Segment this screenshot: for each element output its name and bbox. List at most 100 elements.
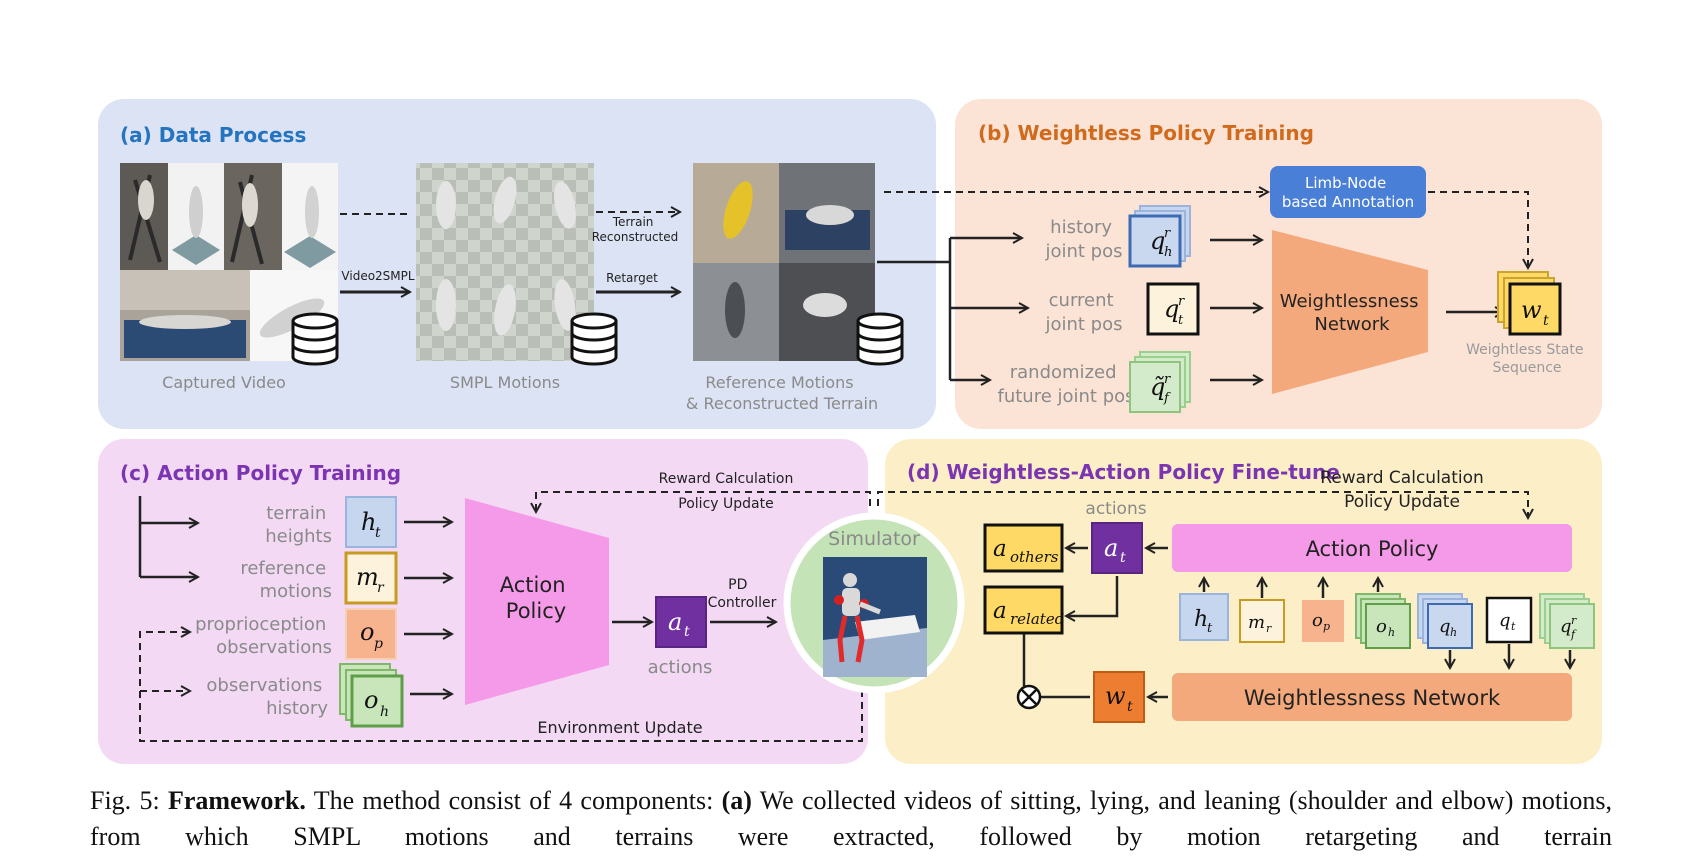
reward-calculation-label-d: Reward Calculation bbox=[1320, 468, 1484, 488]
panel-d-title: (d) Weightless-Action Policy Fine-tune bbox=[907, 460, 1340, 484]
smpl-motions-grid bbox=[416, 163, 618, 366]
svg-text:h: h bbox=[1194, 607, 1208, 632]
history-joint-pos-label: history joint pos bbox=[1044, 217, 1122, 262]
svg-text:r: r bbox=[377, 580, 385, 596]
svg-text:q̃: q̃ bbox=[1150, 373, 1165, 401]
terrain-reconstructed-label: Terrain Reconstructed bbox=[592, 215, 679, 244]
action-to-related-arrow bbox=[1066, 576, 1119, 616]
svg-text:t: t bbox=[1543, 313, 1549, 329]
svg-text:a: a bbox=[993, 598, 1007, 624]
policy-update-label-d: Policy Update bbox=[1344, 492, 1460, 512]
svg-text:q: q bbox=[1439, 616, 1451, 637]
retarget-label: Retarget bbox=[606, 271, 658, 285]
action-token-c: a t bbox=[655, 596, 707, 648]
reward-policy-update-dashed-c bbox=[536, 491, 871, 512]
captured-video-label: Captured Video bbox=[162, 373, 286, 392]
svg-text:r: r bbox=[1178, 294, 1185, 309]
weightlessness-network-label: Weightlessness Network bbox=[1280, 291, 1425, 335]
svg-text:o: o bbox=[1312, 610, 1323, 631]
future-joint-pos-token: q̃ r f bbox=[1129, 351, 1191, 413]
svg-text:h: h bbox=[1450, 626, 1457, 639]
d-input-qh-token: q h bbox=[1417, 593, 1473, 649]
panel-c-title: (c) Action Policy Training bbox=[120, 461, 401, 485]
svg-text:m: m bbox=[1248, 612, 1265, 633]
environment-update-label: Environment Update bbox=[537, 718, 702, 737]
svg-text:related: related bbox=[1010, 610, 1064, 628]
a-related-token: a related bbox=[983, 585, 1064, 635]
svg-text:a: a bbox=[668, 608, 682, 636]
terrain-heights-token: h t bbox=[345, 496, 397, 548]
policy-update-label-c: Policy Update bbox=[678, 496, 773, 512]
smpl-motions-label: SMPL Motions bbox=[450, 373, 560, 392]
video2smpl-label: Video2SMPL bbox=[341, 269, 414, 283]
svg-text:a: a bbox=[1104, 534, 1118, 562]
svg-text:h: h bbox=[380, 704, 389, 720]
weightlessness-network-trapezoid bbox=[1272, 230, 1428, 394]
svg-text:w: w bbox=[1105, 682, 1126, 710]
multiply-icon bbox=[1016, 684, 1042, 710]
svg-text:p: p bbox=[374, 636, 383, 652]
simulator-label: Simulator bbox=[828, 528, 920, 550]
svg-text:others: others bbox=[1010, 548, 1059, 566]
current-joint-pos-token: q r t bbox=[1146, 282, 1200, 336]
pd-controller-label: PD Controller bbox=[708, 577, 777, 611]
actions-label-d: actions bbox=[1085, 499, 1146, 519]
d-input-op-token: o p bbox=[1302, 600, 1344, 642]
svg-text:t: t bbox=[1511, 620, 1516, 633]
reference-motions-label: Reference Motions & Reconstructed Terrai… bbox=[686, 373, 878, 413]
svg-text:r: r bbox=[1266, 622, 1272, 635]
proprioception-token: o p bbox=[345, 608, 397, 660]
d-input-m-token: m r bbox=[1239, 599, 1285, 643]
simulator-robot-image bbox=[823, 557, 927, 677]
weightless-state-token: w t bbox=[1497, 271, 1562, 336]
figure-caption: Fig. 5: Framework. The method consist of… bbox=[90, 786, 1612, 851]
action-policy-bar-label: Action Policy bbox=[1306, 537, 1439, 561]
svg-text:t: t bbox=[684, 624, 690, 640]
current-joint-pos-label: current joint pos bbox=[1044, 290, 1122, 335]
action-policy-trapezoid bbox=[465, 498, 609, 705]
svg-text:f: f bbox=[1570, 628, 1577, 641]
d-input-oh-token: o h bbox=[1355, 593, 1411, 649]
svg-text:p: p bbox=[1323, 620, 1330, 633]
weightlessness-network-bar bbox=[1172, 673, 1572, 721]
svg-text:w: w bbox=[1521, 296, 1542, 324]
svg-text:t: t bbox=[1120, 550, 1126, 566]
d-input-qt-token: q t bbox=[1485, 596, 1533, 644]
a-others-token: a others bbox=[983, 523, 1064, 573]
reference-motions-collage bbox=[693, 163, 904, 366]
reward-policy-update-dashed-d bbox=[877, 491, 1528, 518]
svg-text:r: r bbox=[1571, 614, 1577, 627]
observations-history-token: o h bbox=[339, 663, 404, 728]
svg-text:h: h bbox=[1164, 245, 1172, 260]
limb-node-annotation-label: Limb-Node based Annotation bbox=[1282, 174, 1414, 211]
action-token-d: a t bbox=[1091, 522, 1143, 574]
history-joint-pos-token: q r h bbox=[1128, 205, 1191, 268]
weightlessness-network-bar-label: Weightlessness Network bbox=[1244, 686, 1501, 710]
svg-text:o: o bbox=[360, 618, 374, 646]
svg-text:q: q bbox=[1560, 616, 1572, 637]
terrain-heights-label: terrain heights bbox=[265, 503, 332, 547]
svg-text:t: t bbox=[375, 525, 381, 541]
svg-text:q: q bbox=[1499, 610, 1511, 631]
observations-history-label: observations history bbox=[206, 675, 328, 719]
future-joint-pos-label: randomized future joint pos bbox=[997, 362, 1134, 407]
d-input-h-token: h t bbox=[1179, 593, 1229, 641]
svg-text:o: o bbox=[364, 686, 378, 714]
annotation-to-wstate-dashed bbox=[1428, 191, 1528, 268]
panel-b-title: (b) Weightless Policy Training bbox=[978, 121, 1314, 145]
actions-label-c: actions bbox=[648, 657, 713, 678]
svg-text:o: o bbox=[1376, 616, 1387, 637]
svg-text:r: r bbox=[1164, 226, 1171, 241]
reference-motions-input-label: reference motions bbox=[240, 558, 332, 602]
action-policy-label: Action Policy bbox=[500, 573, 572, 623]
wt-token-d: w t bbox=[1093, 671, 1145, 723]
weightless-state-label: Weightless State Sequence bbox=[1466, 342, 1588, 376]
framework-diagram: (a) Data Process Captured Video Video2SM… bbox=[98, 99, 1602, 764]
svg-text:h: h bbox=[361, 508, 376, 536]
svg-text:t: t bbox=[1127, 699, 1133, 715]
svg-text:f: f bbox=[1163, 391, 1171, 406]
action-policy-bar bbox=[1172, 524, 1572, 572]
panel-a-title: (a) Data Process bbox=[120, 123, 306, 147]
svg-text:r: r bbox=[1164, 372, 1171, 387]
svg-text:m: m bbox=[356, 563, 379, 591]
